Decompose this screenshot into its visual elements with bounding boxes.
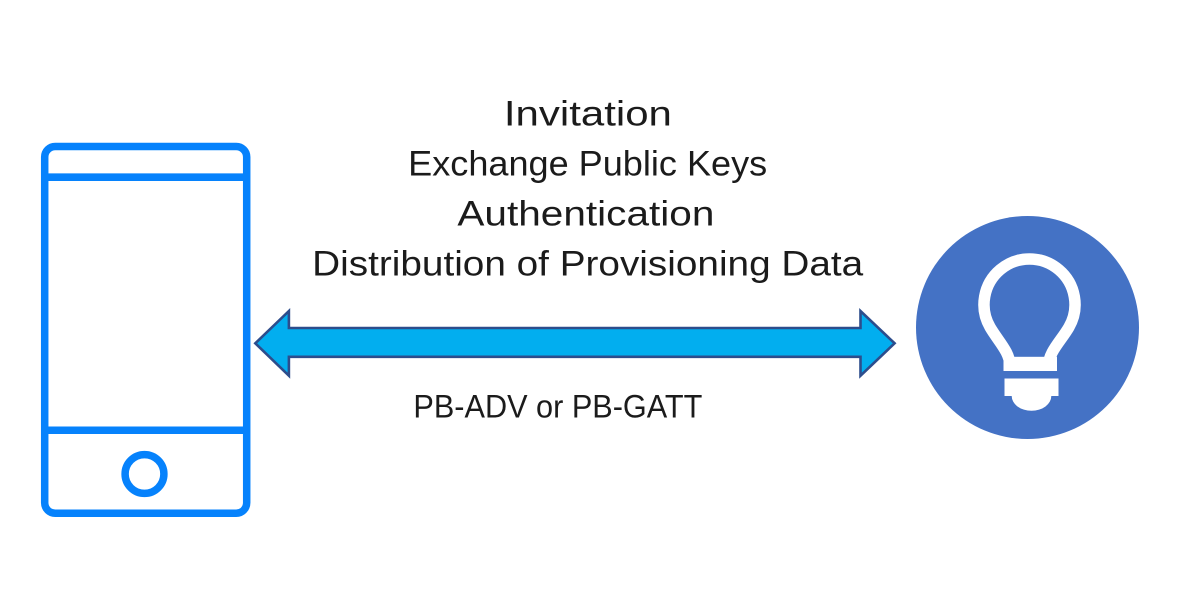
svg-text:Exchange Public Keys: Exchange Public Keys bbox=[408, 143, 767, 183]
svg-text:PB-ADV or PB-GATT: PB-ADV or PB-GATT bbox=[413, 389, 702, 425]
svg-text:Distribution of Provisioning D: Distribution of Provisioning Data bbox=[312, 244, 863, 284]
svg-text:Authentication: Authentication bbox=[457, 194, 714, 234]
svg-text:Invitation: Invitation bbox=[504, 93, 672, 133]
